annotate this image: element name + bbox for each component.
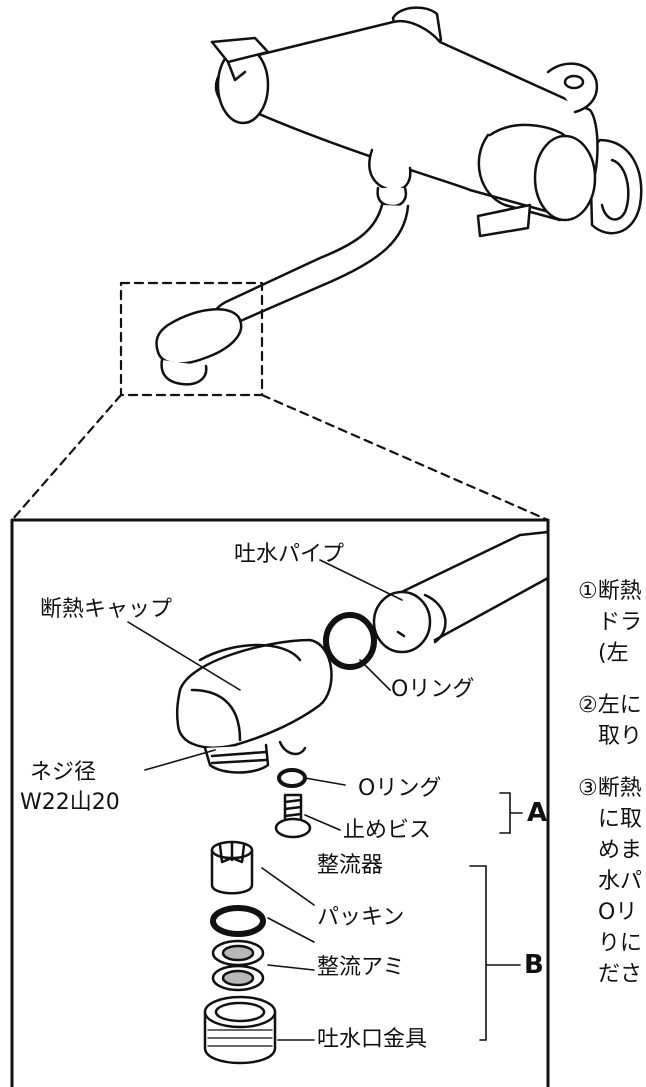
stop-screw-drawing xyxy=(274,793,312,839)
instruction-line: ださ xyxy=(598,962,643,987)
label-o-ring-small: Oリング xyxy=(358,776,442,801)
instruction-line: Oリ xyxy=(598,900,638,925)
packing-drawing xyxy=(210,905,266,937)
outlet-fitting-drawing xyxy=(203,995,277,1065)
label-group-a: A xyxy=(527,798,548,828)
label-outlet-fitting: 吐水口金具 xyxy=(317,1027,428,1052)
label-o-ring-main: Oリング xyxy=(391,677,475,702)
detail-frame xyxy=(10,518,550,1087)
label-packing: パッキン xyxy=(317,905,405,930)
o-ring-small-drawing xyxy=(277,768,307,788)
label-flow-mesh: 整流アミ xyxy=(317,955,405,980)
instruction-line: ②左に xyxy=(578,693,642,718)
o-ring-main-drawing xyxy=(323,612,377,670)
instruction-line: に取 xyxy=(598,807,643,832)
leader-lines xyxy=(127,559,523,1041)
outlet-pipe-drawing xyxy=(372,530,550,654)
label-stop-screw: 止めビス xyxy=(343,818,432,843)
label-thread-diameter-2: W22山20 xyxy=(20,790,120,815)
instruction-line: ①断熱 xyxy=(578,579,642,604)
label-flow-straightener: 整流器 xyxy=(317,853,384,878)
insulation-cap-drawing xyxy=(175,638,333,774)
flow-mesh-drawing xyxy=(211,939,265,992)
instruction-line: 取り xyxy=(598,724,643,749)
instruction-line: ③断熱 xyxy=(578,776,642,801)
flow-straightener-drawing xyxy=(210,840,254,895)
faucet-body-drawing xyxy=(155,6,643,386)
instruction-line: ドラ xyxy=(598,610,643,635)
instruction-line: りに xyxy=(598,931,643,956)
label-outlet-pipe: 吐水パイプ xyxy=(234,542,345,567)
label-thread-diameter-1: ネジ径 xyxy=(30,760,97,785)
label-insulation-cap: 断熱キャップ xyxy=(40,597,173,622)
instruction-line: (左 xyxy=(598,641,629,666)
instruction-line: 水パ xyxy=(598,869,643,894)
label-group-b: B xyxy=(524,950,544,980)
zoom-callout-lines xyxy=(10,281,550,522)
instruction-line: めま xyxy=(598,838,643,863)
